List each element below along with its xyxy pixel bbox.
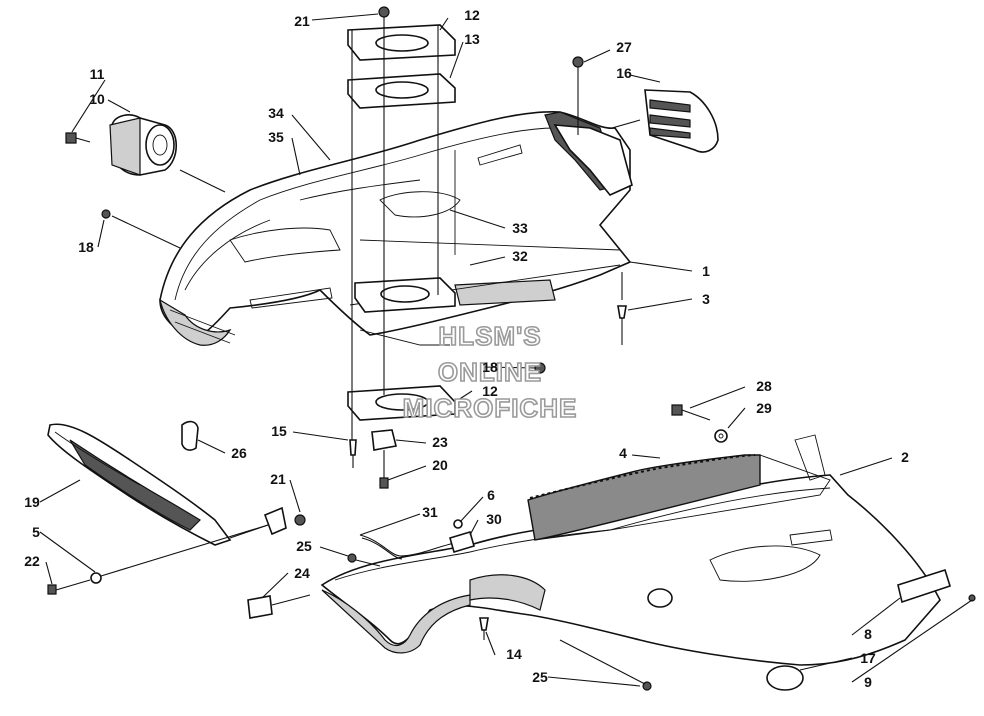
callout-35: 35	[268, 129, 284, 145]
bolt-22	[47, 579, 91, 595]
callout-10: 10	[89, 91, 105, 107]
bolt-28	[671, 404, 711, 421]
washer-29	[714, 429, 728, 443]
callout-27: 27	[616, 39, 632, 55]
reflector-8	[897, 568, 976, 604]
callout-20: 20	[432, 457, 448, 473]
callout-9: 9	[864, 674, 872, 690]
fastener-18-left	[101, 209, 181, 249]
callout-32: 32	[512, 248, 528, 264]
clip-26	[181, 420, 199, 451]
plug-17	[647, 588, 804, 691]
callout-4: 4	[619, 445, 627, 461]
callout-24: 24	[294, 565, 310, 581]
callout-18-left: 18	[78, 239, 94, 255]
screw-27	[572, 56, 584, 135]
clip-24	[247, 594, 311, 619]
gasket-plate-inpan	[354, 277, 456, 313]
callout-1: 1	[702, 263, 710, 279]
screw-21-top	[378, 6, 390, 18]
callout-5: 5	[32, 524, 40, 540]
gasket-plate-top	[347, 24, 456, 61]
callout-21-lower: 21	[270, 471, 286, 487]
screw-11	[65, 132, 91, 144]
callout-12-lower: 12	[482, 383, 498, 399]
callout-14: 14	[506, 646, 522, 662]
callout-13: 13	[464, 31, 480, 47]
bolt-20	[379, 450, 389, 489]
callout-18-center: 18	[482, 359, 498, 375]
callout-labels: 21 12 13 27 16 11 10 34 35 18 33 32 1 3 …	[24, 7, 909, 690]
gasket-plate-mid	[347, 73, 456, 109]
bracket-plate	[263, 506, 306, 536]
screw-25-lower	[559, 639, 652, 691]
clamp-30	[449, 519, 475, 553]
foam-pad-4	[527, 454, 761, 541]
rivet-3	[617, 272, 627, 345]
callout-3: 3	[702, 291, 710, 307]
callout-2: 2	[901, 449, 909, 465]
callout-25-upper: 25	[296, 538, 312, 554]
callout-30: 30	[486, 511, 502, 527]
bracket-23	[371, 429, 397, 451]
callout-8: 8	[864, 626, 872, 642]
callout-26: 26	[231, 445, 247, 461]
belly-pan-lower	[320, 434, 941, 666]
horn-assembly	[109, 114, 178, 176]
rivet-14	[479, 617, 489, 640]
screw-25-upper	[347, 553, 381, 567]
washer-5	[90, 524, 269, 584]
callout-12: 12	[464, 7, 480, 23]
callout-19: 19	[24, 494, 40, 510]
callout-15: 15	[271, 423, 287, 439]
callout-11: 11	[90, 66, 105, 82]
rivet-15	[349, 439, 357, 468]
callout-25-lower: 25	[532, 669, 548, 685]
callout-34: 34	[268, 105, 284, 121]
callout-16: 16	[616, 65, 632, 81]
callout-6: 6	[487, 487, 495, 503]
leader-lines	[39, 13, 973, 687]
watermark-line-2: ONLINE	[438, 357, 542, 387]
bumper-19	[47, 423, 232, 546]
callout-21: 21	[294, 13, 310, 29]
belly-pan-upper	[159, 111, 633, 346]
watermark-line-1: HLSM'S	[438, 321, 541, 351]
watermark: HLSM'S ONLINE MICROFICHE	[402, 320, 578, 424]
cable-31	[359, 534, 461, 560]
callout-23: 23	[432, 434, 448, 450]
callout-33: 33	[512, 220, 528, 236]
callout-22: 22	[24, 553, 40, 569]
callout-17: 17	[860, 650, 876, 666]
vent-grille-16	[644, 89, 719, 153]
callout-31: 31	[422, 504, 438, 520]
gasket-plate-lower	[347, 385, 456, 421]
callout-28: 28	[756, 378, 772, 394]
callout-29: 29	[756, 400, 772, 416]
watermark-line-3: MICROFICHE	[403, 393, 578, 423]
